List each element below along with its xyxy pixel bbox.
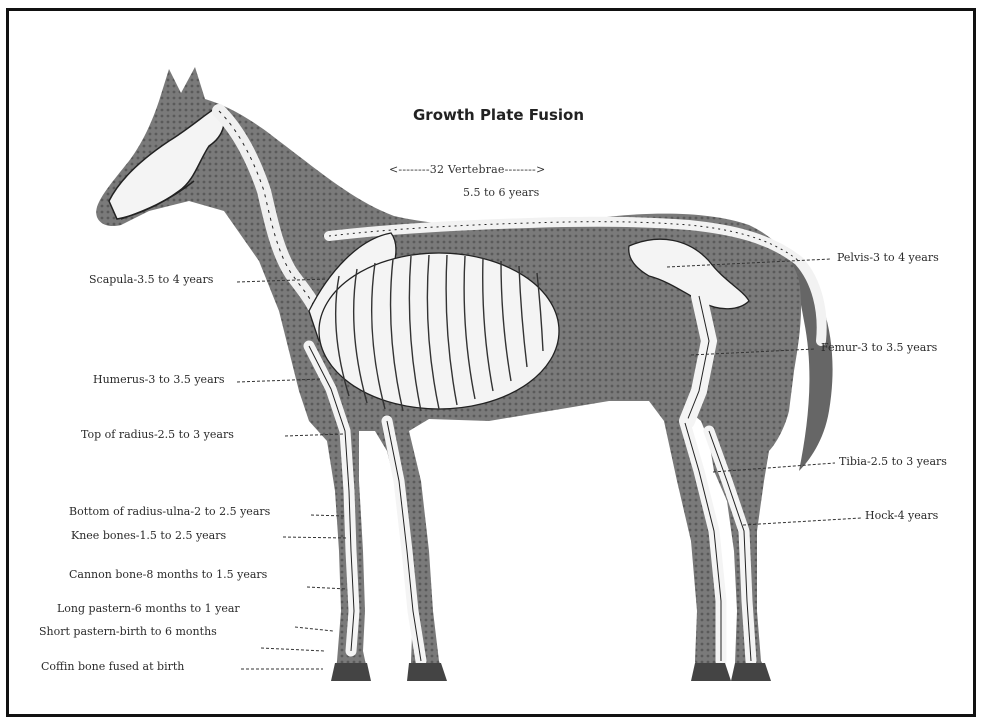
label-knee: Knee bones-1.5 to 2.5 years [71,529,226,542]
label-hock: Hock-4 years [865,509,938,522]
label-long-pastern: Long pastern-6 months to 1 year [57,602,240,615]
label-coffin: Coffin bone fused at birth [41,660,184,673]
label-tibia: Tibia-2.5 to 3 years [839,455,947,468]
label-short-pastern: Short pastern-birth to 6 months [39,625,217,638]
label-pelvis: Pelvis-3 to 4 years [837,251,939,264]
label-bottom-radius: Bottom of radius-ulna-2 to 2.5 years [69,505,270,518]
diagram-frame: Growth Plate Fusion <--------32 Vertebra… [6,8,976,717]
label-humerus: Humerus-3 to 3.5 years [93,373,225,386]
label-femur: Femur-3 to 3.5 years [821,341,937,354]
hooves [331,663,771,681]
label-scapula: Scapula-3.5 to 4 years [89,273,213,286]
vertebrae-age: 5.5 to 6 years [463,186,539,199]
label-cannon: Cannon bone-8 months to 1.5 years [69,568,267,581]
vertebrae-label: <--------32 Vertebrae--------> [389,163,545,176]
label-top-radius: Top of radius-2.5 to 3 years [81,428,234,441]
diagram-title: Growth Plate Fusion [413,106,584,124]
